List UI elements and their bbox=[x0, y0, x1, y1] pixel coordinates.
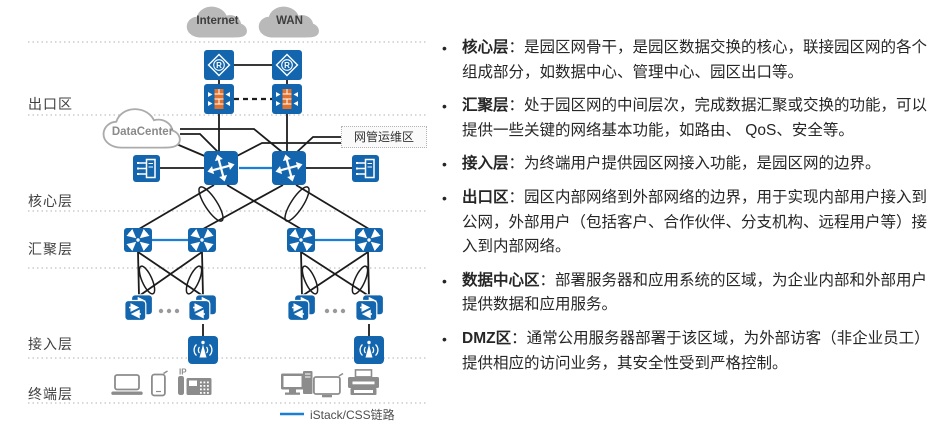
printer-icon bbox=[348, 369, 379, 395]
istack-links bbox=[152, 166, 355, 242]
access-switch-stack-icon bbox=[124, 294, 385, 322]
bullet-marker: • bbox=[442, 189, 447, 206]
bullet-term: DMZ区 bbox=[462, 329, 512, 347]
monitor-icon bbox=[312, 372, 344, 398]
topology-diagram: R R bbox=[28, 6, 426, 416]
bullet-marker: • bbox=[442, 272, 447, 289]
layer-label-core: 核心层 bbox=[28, 193, 73, 209]
ip-phone-icon: IP bbox=[178, 368, 212, 395]
router-icon: R bbox=[272, 50, 302, 80]
link-bundle-loop bbox=[138, 186, 369, 295]
bullet-marker: • bbox=[442, 40, 447, 56]
bullet-item-aggregation: • 汇聚层：处于园区网的中间层次，完成数据汇聚或交换的功能，可以提供一些关键的网… bbox=[442, 94, 934, 143]
bullet-item-dmz: • DMZ区：通常公用服务器部署于该区域，为外部访客（非企业员工）提供相应的访问… bbox=[442, 327, 934, 376]
bullet-term: 接入层 bbox=[462, 155, 509, 173]
desktop-pc-icon bbox=[281, 371, 313, 395]
core-switch-icon bbox=[204, 151, 238, 185]
ellipsis-dots bbox=[158, 308, 346, 314]
bullet-item-access: • 接入层：为终端用户提供园区网接入功能，是园区网的边界。 bbox=[442, 152, 934, 177]
layer-separator-lines bbox=[28, 41, 426, 404]
bullet-item-core: • 核心层：是园区网骨干，是园区数据交换的核心，联接园区网的各个组成部分，如数据… bbox=[442, 36, 934, 85]
bullet-body: ：部署服务器和应用系统的区域，为企业内部和外部用户提供数据和应用服务。 bbox=[462, 271, 928, 314]
bullet-body: ：为终端用户提供园区网接入功能，是园区网的边界。 bbox=[508, 155, 881, 173]
ip-label: IP bbox=[179, 368, 187, 377]
bullet-term: 数据中心区 bbox=[462, 271, 540, 289]
internet-cloud-label: Internet bbox=[196, 15, 239, 27]
bullet-body: ：是园区网骨干，是园区数据交换的核心，联接园区网的各个组成部分，如数据中心、管理… bbox=[462, 39, 928, 81]
legend-label: iStack/CSS链路 bbox=[310, 408, 395, 422]
firewall-icon bbox=[272, 84, 302, 114]
layer-label-access: 接入层 bbox=[28, 336, 73, 352]
laptop-icon bbox=[111, 374, 143, 395]
firewall-icon bbox=[204, 84, 234, 114]
bullet-marker: • bbox=[442, 156, 447, 173]
router-icon: R bbox=[204, 50, 234, 80]
bullet-term: 汇聚层 bbox=[462, 97, 509, 115]
description-panel: • 核心层：是园区网骨干，是园区数据交换的核心，联接园区网的各个组成部分，如数据… bbox=[442, 36, 934, 376]
datacenter-cloud-label: DataCenter bbox=[111, 126, 174, 138]
layer-label-aggregation: 汇聚层 bbox=[28, 241, 73, 257]
router-letter: R bbox=[216, 61, 222, 70]
layer-label-egress: 出口区 bbox=[28, 96, 73, 112]
bullet-term: 核心层 bbox=[462, 39, 509, 56]
bullet-marker: • bbox=[442, 98, 447, 115]
bullet-body: ：通常公用服务器部署于该区域，为外部访客（非企业员工）提供相应的访问业务，其安全… bbox=[462, 329, 930, 372]
bullet-term: 出口区 bbox=[462, 188, 509, 206]
layer-label-terminal: 终端层 bbox=[28, 386, 73, 402]
smartphone-icon bbox=[150, 370, 168, 397]
network-links bbox=[137, 64, 370, 338]
core-switch-icon bbox=[272, 151, 306, 185]
management-zone-box: 网管运维区 bbox=[341, 126, 427, 148]
server-icon bbox=[133, 155, 160, 182]
bullet-item-egress: • 出口区：园区内部网络到外部网络的边界，用于实现内部用户接入到公网，外部用户（… bbox=[442, 186, 934, 260]
bullet-body: ：园区内部网络到外部网络的边界，用于实现内部用户接入到公网，外部用户（包括客户、… bbox=[462, 188, 928, 256]
router-letter: R bbox=[284, 61, 290, 70]
wan-cloud-label: WAN bbox=[276, 15, 303, 27]
bullet-marker: • bbox=[442, 330, 447, 347]
aggregation-switch-icon bbox=[124, 228, 383, 252]
server-icon bbox=[352, 155, 379, 182]
bullet-item-datacenter: • 数据中心区：部署服务器和应用系统的区域，为企业内部和外部用户提供数据和应用服… bbox=[442, 269, 934, 318]
bullet-body: ：处于园区网的中间层次，完成数据汇聚或交换的功能，可以提供一些关键的网络基本功能… bbox=[462, 97, 928, 139]
wireless-ap-icon bbox=[188, 336, 384, 364]
